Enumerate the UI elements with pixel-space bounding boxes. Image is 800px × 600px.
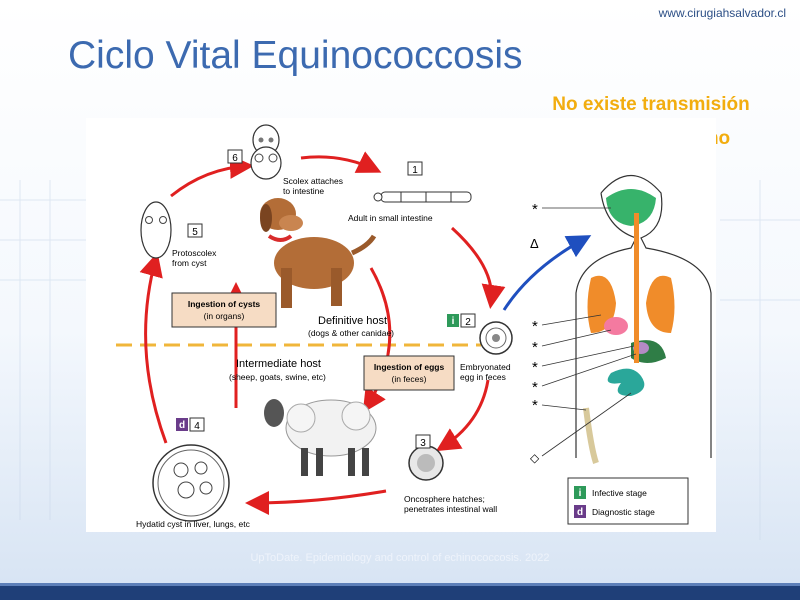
arrow-6-to-1: [300, 151, 382, 173]
egg-illustration: [479, 321, 513, 355]
legend: i Infective stage d Diagnostic stage: [567, 477, 689, 525]
step-3-label-line2: penetrates intestinal wall: [404, 504, 497, 514]
step-4-badge: [176, 418, 188, 431]
step-4-number: 4: [194, 421, 200, 432]
intermediate-host-detail: (sheep, goats, swine, etc): [229, 372, 326, 382]
step-2-label-line1: Embryonated: [460, 362, 511, 372]
human-marker-intestine: *: [532, 397, 538, 414]
step-5-number: 5: [192, 227, 198, 238]
ingestion-eggs-line2: (in feces): [392, 374, 427, 384]
arrow-4-to-5: [139, 252, 168, 444]
step-5-label-line1: Protoscolex: [172, 248, 217, 258]
step-3-label-line1: Oncosphere hatches;: [404, 494, 485, 504]
legend-diagnostic-letter: d: [577, 507, 583, 518]
definitive-host-detail: (dogs & other canidae): [308, 328, 394, 338]
transmission-note-line1: No existe transmisión: [552, 94, 750, 115]
adult-worm-illustration: [373, 191, 472, 203]
protoscolex-illustration: [140, 201, 172, 259]
human-illustration: [575, 174, 712, 464]
legend-infective-label: Infective stage: [592, 488, 647, 498]
step-4-label: Hydatid cyst in liver, lungs, etc: [136, 519, 251, 529]
legend-diagnostic-label: Diagnostic stage: [592, 507, 655, 517]
intermediate-host-title: Intermediate host: [236, 358, 321, 370]
ingestion-cysts-line1: Ingestion of cysts: [188, 299, 261, 309]
human-marker-heart: *: [532, 339, 538, 356]
ingestion-cysts-line2: (in organs): [204, 311, 245, 321]
scolex-illustration: [250, 124, 282, 180]
oncosphere-illustration: [408, 445, 444, 481]
step-4-badge-letter: d: [179, 420, 185, 431]
step-6-label-line2: to intestine: [283, 186, 324, 196]
step-2-badge: [447, 314, 459, 327]
arrow-1-to-2: [450, 226, 506, 309]
legend-infective-letter: i: [579, 488, 582, 499]
step-3-number: 3: [420, 438, 426, 449]
legend-diagnostic-badge: [574, 505, 586, 518]
arrow-5-to-6: [170, 154, 254, 198]
human-marker-kidney: *: [532, 379, 538, 396]
human-marker-delta: Δ: [530, 236, 539, 251]
slide-title: Ciclo Vital Equinococcosis: [68, 34, 523, 77]
human-marker-diamond: ◇: [530, 451, 540, 465]
arrow-egg-to-human: [502, 235, 592, 311]
life-cycle-figure: 6 Scolex attaches to intestine 1 Adult i…: [86, 118, 716, 532]
step-2-badge-letter: i: [452, 316, 455, 327]
legend-infective-badge: [574, 486, 586, 499]
human-marker-brain: *: [532, 201, 538, 218]
ingestion-eggs-box: [363, 355, 455, 391]
arrow-dog-eggs-to-sheep: [362, 267, 392, 414]
step-2-label-line2: egg in feces: [460, 372, 506, 382]
step-1-number: 1: [412, 165, 418, 176]
website-url: www.cirugiahsalvador.cl: [658, 6, 786, 20]
step-5-label-line2: from cyst: [172, 258, 207, 268]
source-citation: UpToDate. Epidemiology and control of ec…: [250, 552, 550, 564]
dog-illustration: [260, 198, 377, 308]
step-2-number: 2: [465, 317, 471, 328]
hydatid-cyst-illustration: [152, 444, 230, 522]
step-1-label: Adult in small intestine: [348, 213, 433, 223]
step-6-label-line1: Scolex attaches: [283, 176, 343, 186]
ingestion-cysts-box: [171, 292, 277, 328]
step-6-number: 6: [232, 153, 238, 164]
arrow-3-to-4: [245, 489, 387, 515]
sheep-illustration: [264, 399, 377, 476]
arrow-2-to-3: [435, 379, 490, 452]
human-marker-lung: *: [532, 318, 538, 335]
definitive-host-title: Definitive host: [318, 315, 387, 327]
life-cycle-diagram: 6 Scolex attaches to intestine 1 Adult i…: [116, 124, 712, 529]
ingestion-eggs-line1: Ingestion of eggs: [374, 362, 445, 372]
human-marker-liver: *: [532, 359, 538, 376]
